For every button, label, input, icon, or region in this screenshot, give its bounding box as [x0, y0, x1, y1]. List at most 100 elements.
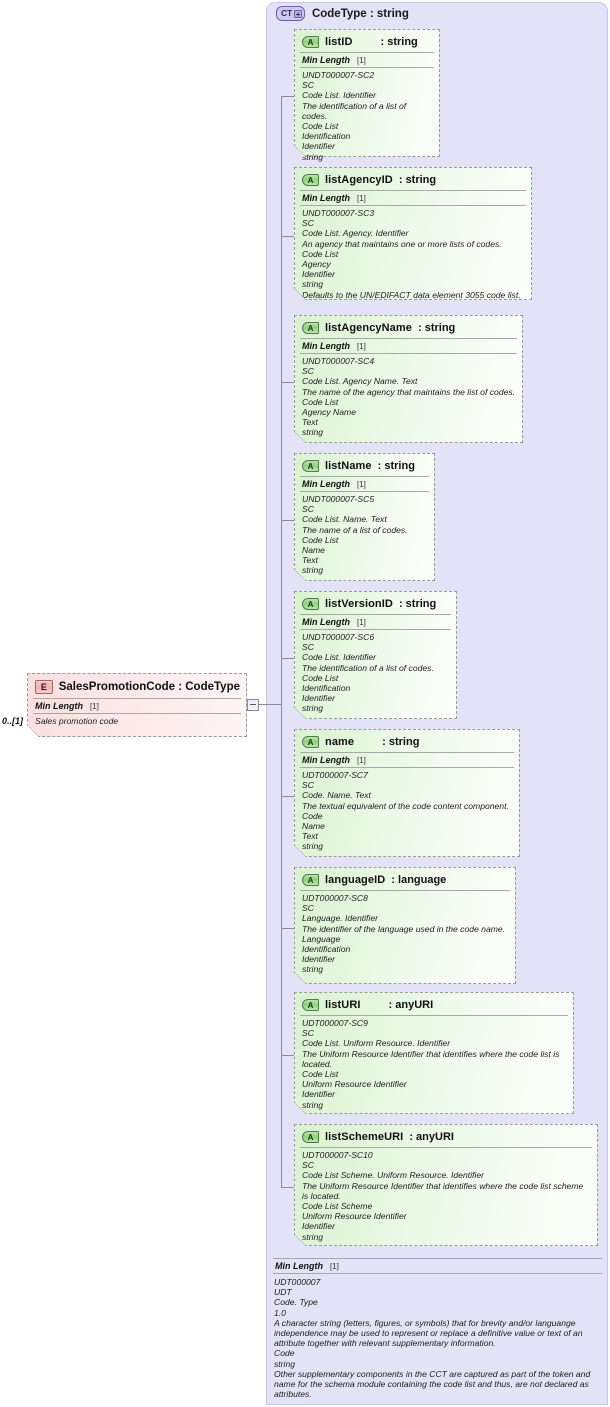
attribute-name: listSchemeURI — [325, 1131, 404, 1143]
attribute-facet-cardinality: [1] — [357, 480, 366, 489]
complex-type-doc-line: string — [274, 1358, 296, 1369]
attribute-type: : language — [391, 874, 447, 886]
attribute-doc-line: UNDT000007-SC2 — [302, 70, 375, 80]
attribute-doc-line: Code List Scheme — [302, 1201, 373, 1212]
attribute-doc-line: The name of a list of codes. — [302, 524, 408, 535]
attribute-doc-line: Identification — [302, 944, 351, 955]
attribute-doc-line: Uniform Resource Identifier — [302, 1079, 407, 1090]
tree-spine-stub — [281, 1055, 294, 1056]
attribute-doc-line: The identifier of the language used in t… — [302, 923, 506, 934]
attribute-facet-label: Min Length — [302, 755, 350, 765]
attribute-facet: Min Length [1] — [300, 338, 517, 354]
attribute-badge: A — [302, 460, 319, 472]
element-facet-label: Min Length — [35, 701, 83, 711]
element-doc-line: Sales promotion code — [35, 716, 119, 726]
complex-type-doc-line: Code. Type — [274, 1297, 318, 1308]
attribute-doc-line: SC — [302, 218, 314, 229]
attribute-doc-line: Agency Name — [302, 407, 356, 418]
attribute-doc-line: Identifier — [302, 954, 335, 965]
attribute-doc-line: Identifier — [302, 269, 335, 280]
attribute-doc-line: Identifier — [302, 693, 335, 704]
attribute-divider — [300, 1147, 592, 1148]
attribute-doc-line: Code List. Uniform Resource. Identifier — [302, 1038, 451, 1049]
attribute-doc-line: Language — [302, 933, 341, 944]
attribute-doc-line: The Uniform Resource Identifier that ide… — [302, 1180, 584, 1201]
attribute-doc-line: Code List. Agency Name. Text — [302, 376, 418, 387]
complex-type-doc-line: 1.0 — [274, 1307, 286, 1318]
attribute-name: name — [325, 736, 355, 748]
attribute-badge: A — [302, 174, 319, 186]
attribute-doc-line: Code List — [302, 1069, 339, 1080]
attribute-doc-line: SC — [302, 1160, 314, 1171]
minus-icon — [250, 704, 256, 705]
attribute-doc-line: SC — [302, 504, 314, 515]
attribute-doc-line: Identifier — [302, 1089, 335, 1100]
attribute-facet-cardinality: [1] — [357, 56, 366, 65]
expand-plus-icon[interactable]: + — [293, 9, 302, 19]
attribute-doc-line: UNDT000007-SC3 — [302, 208, 375, 218]
collapse-toggle-button[interactable] — [247, 699, 259, 711]
attribute-facet-cardinality: [1] — [357, 194, 366, 203]
complex-type-badge: CT+ — [276, 6, 305, 21]
complex-type-doc-line: UDT — [274, 1287, 292, 1298]
attribute-doc-line: string — [302, 703, 324, 714]
attribute-name: listVersionID — [325, 598, 393, 610]
attribute-doc-line: SC — [302, 80, 314, 91]
attribute-doc-line: Uniform Resource Identifier — [302, 1211, 407, 1222]
attribute-doc-line: The name of the agency that maintains th… — [302, 386, 516, 397]
attribute-name: listURI — [325, 999, 361, 1011]
tree-spine-stub — [281, 658, 294, 659]
attribute-doc-line: Code List — [302, 121, 339, 132]
element-cardinality: 0..[1] — [2, 716, 24, 726]
attribute-facet-label: Min Length — [302, 479, 350, 489]
attribute-doc-line: The Uniform Resource Identifier that ide… — [302, 1048, 560, 1069]
attribute-doc-line: string — [302, 279, 324, 290]
attribute-doc-line: UNDT000007-SC6 — [302, 632, 375, 642]
element-box-salespromotioncode[interactable]: E SalesPromotionCode : CodeType Min Leng… — [27, 673, 247, 737]
complex-type-badge-label: CT — [281, 8, 292, 18]
attribute-facet-label: Min Length — [302, 617, 350, 627]
attribute-doc-line: Agency — [302, 259, 331, 270]
attribute-facet-cardinality: [1] — [357, 342, 366, 351]
element-badge: E — [35, 680, 53, 694]
tree-spine-stub — [281, 796, 294, 797]
element-title: SalesPromotionCode : CodeType — [58, 681, 240, 693]
element-facet-cardinality: [1] — [90, 702, 99, 711]
attribute-doc-line: SC — [302, 366, 314, 377]
attribute-facet-label: Min Length — [302, 341, 350, 351]
attribute-doc-line: Code List — [302, 396, 339, 407]
attribute-doc-line: string — [302, 1231, 324, 1242]
attribute-doc-line: UNDT000007-SC5 — [302, 494, 375, 504]
attribute-type: : string — [398, 598, 437, 610]
attribute-name: languageID — [325, 874, 386, 886]
attribute-doc-line: string — [302, 1099, 324, 1110]
attribute-badge: A — [302, 36, 319, 48]
attribute-doc-line: Name — [302, 821, 325, 832]
attribute-type: : string — [398, 174, 437, 186]
attribute-doc-line: Code List — [302, 248, 339, 259]
attribute-doc-line: SC — [302, 903, 314, 914]
element-facet: Min Length [1] — [33, 698, 241, 714]
attribute-type: : anyURI — [409, 1131, 454, 1143]
attribute-badge: A — [302, 1131, 319, 1143]
attribute-doc-line: Code. Name. Text — [302, 790, 371, 801]
attribute-facet-cardinality: [1] — [357, 756, 366, 765]
attribute-type: : anyURI — [388, 999, 434, 1011]
attribute-facet: Min Length [1] — [300, 476, 429, 492]
attribute-facet: Min Length[1] — [300, 190, 526, 206]
